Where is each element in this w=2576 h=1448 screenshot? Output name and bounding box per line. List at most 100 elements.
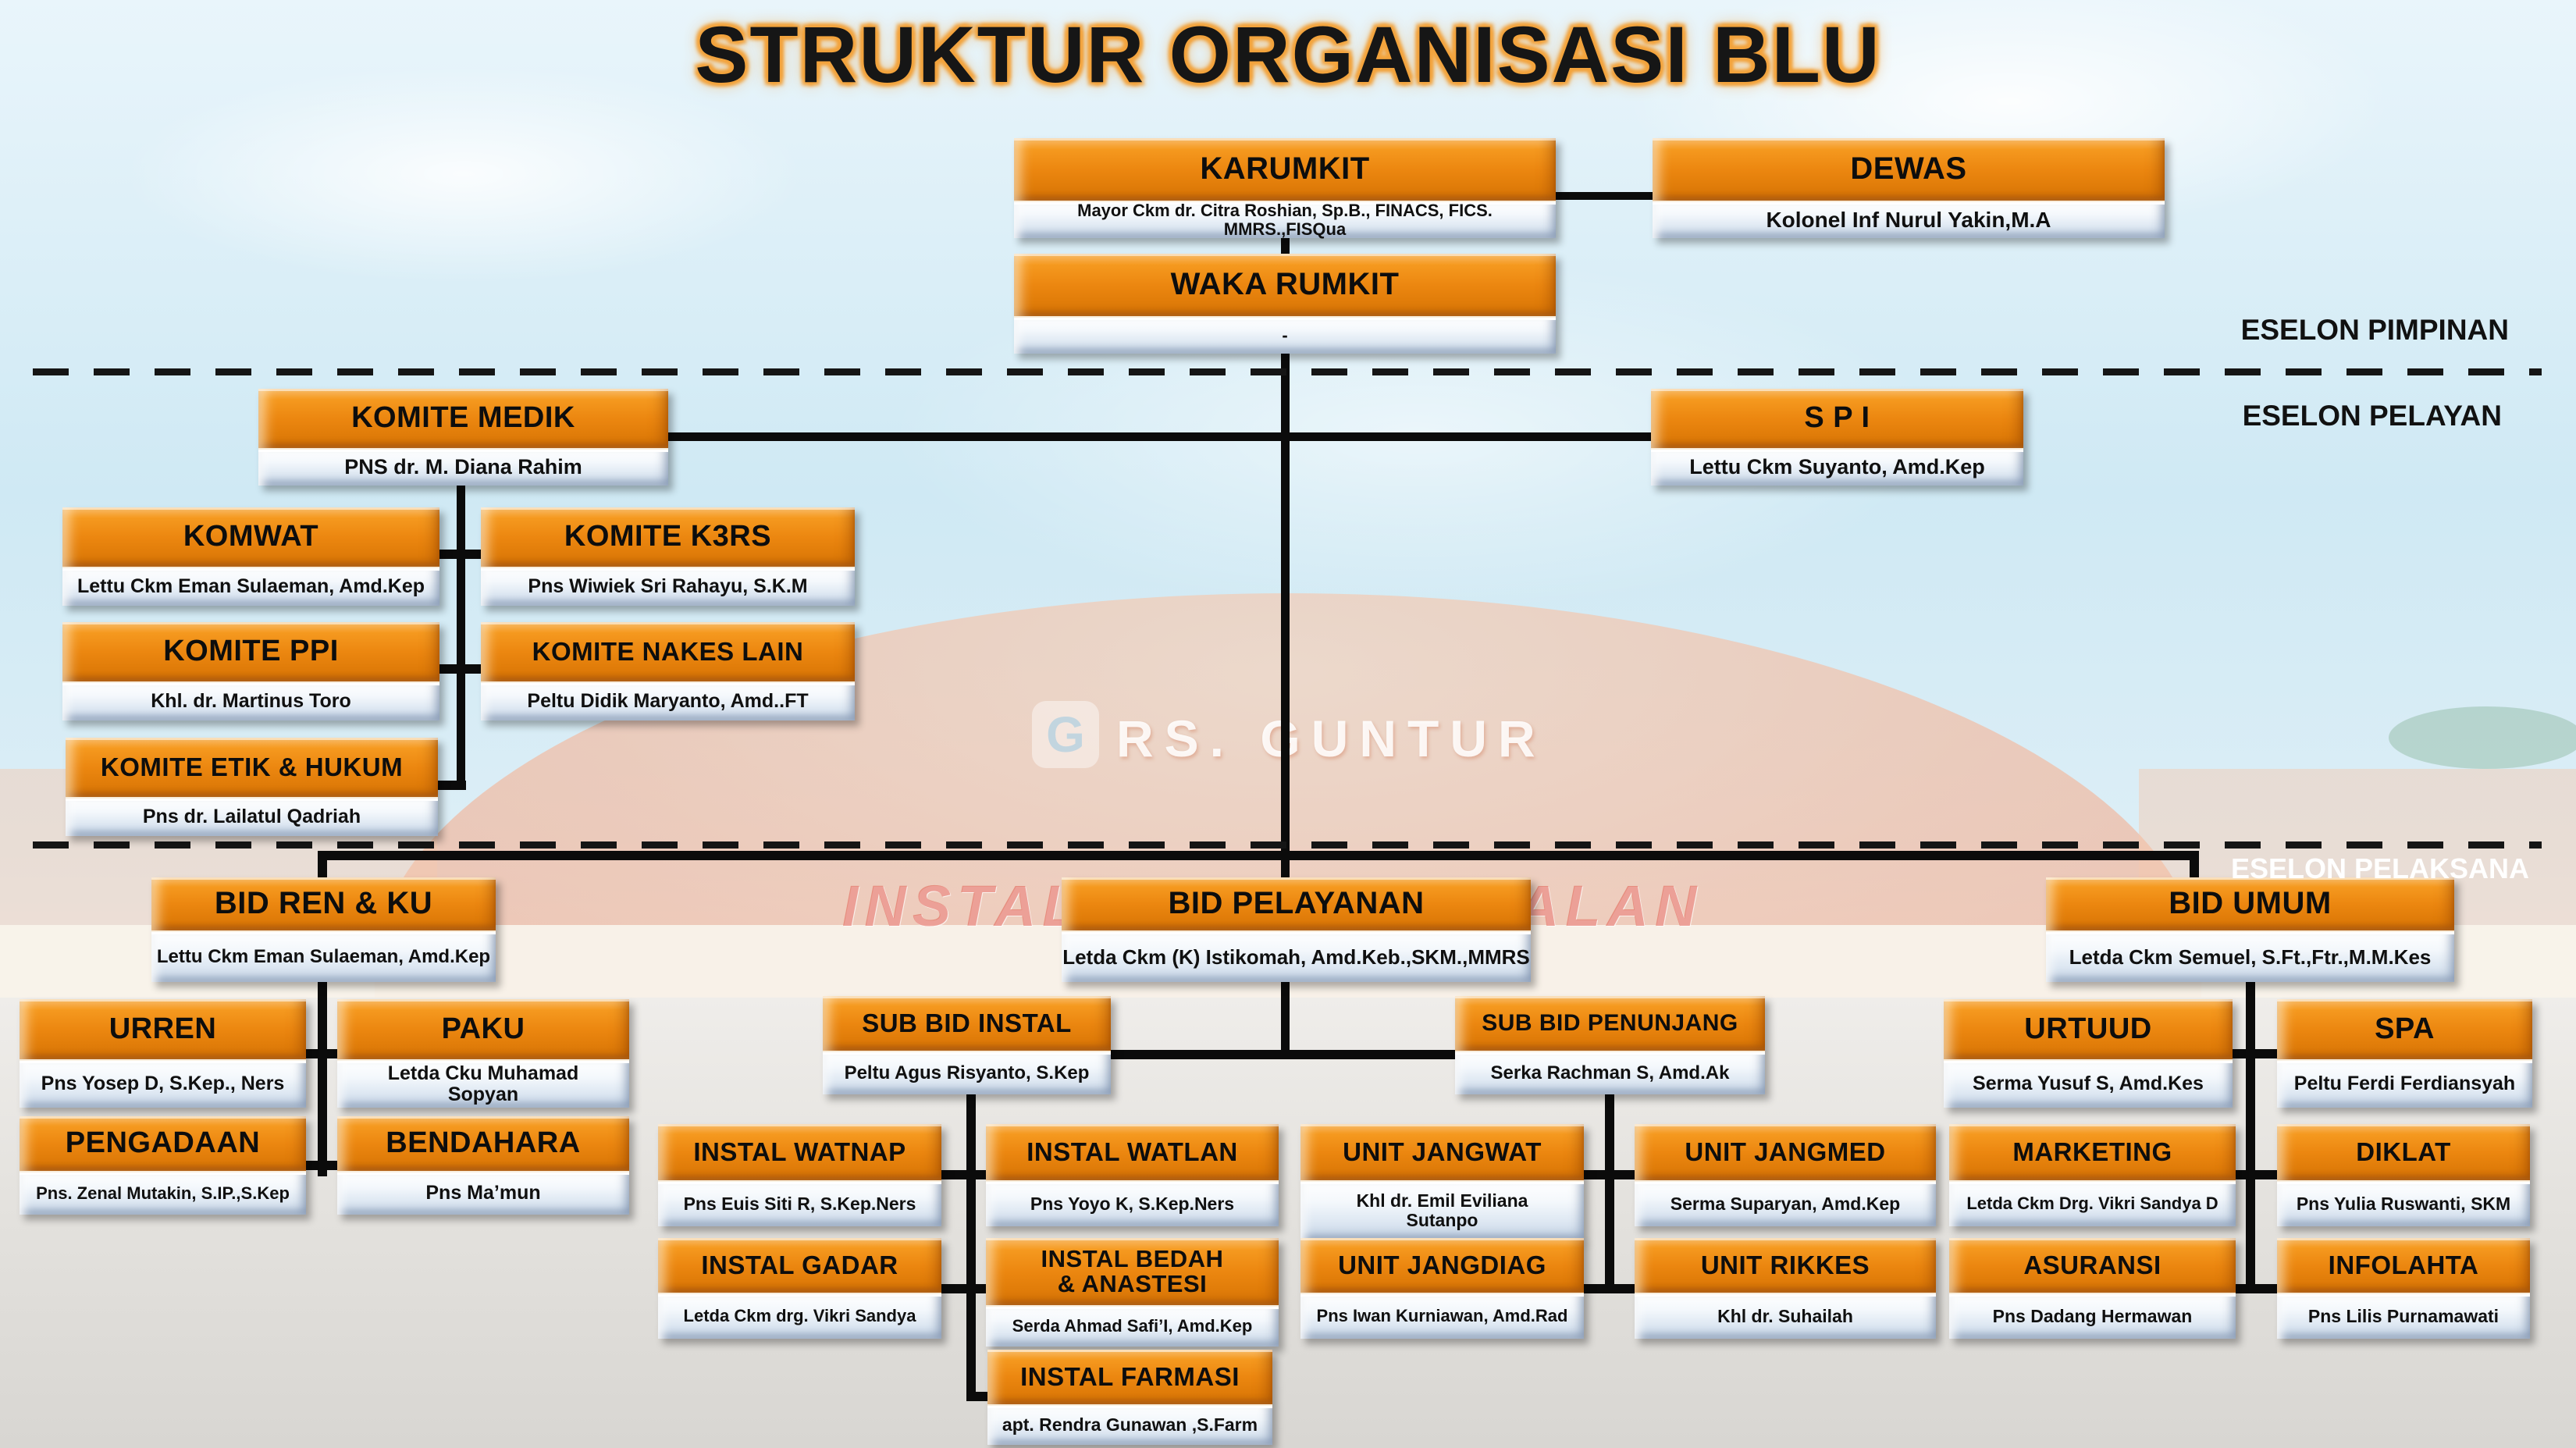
org-node-sub-bid-instal-title: SUB BID INSTAL — [823, 996, 1111, 1052]
connector-line-16 — [966, 1093, 976, 1401]
org-node-komite-ppi-title: KOMITE PPI — [62, 622, 439, 683]
org-node-urtuud-person: Serma Yusuf S, Amd.Kes — [1944, 1061, 2233, 1108]
eselon-pelaksana-label: ESELON PELAKSANA — [2230, 852, 2529, 884]
org-node-paku-title: PAKU — [337, 999, 629, 1061]
org-node-komite-etik-hukum-title: KOMITE ETIK & HUKUM — [66, 738, 438, 799]
org-node-instal-gadar-person: Letda Ckm drg. Vikri Sandya — [658, 1294, 941, 1339]
connector-line-25 — [2236, 1170, 2279, 1179]
org-node-komite-k3rs-title: KOMITE K3RS — [481, 507, 855, 568]
connector-line-0 — [1556, 192, 1653, 200]
org-node-unit-jangdiag-person: Pns Iwan Kurniawan, Amd.Rad — [1300, 1294, 1584, 1339]
org-node-unit-rikkes-person: Khl dr. Suhailah — [1635, 1294, 1936, 1339]
org-node-bendahara-title: BENDAHARA — [337, 1116, 629, 1172]
connector-line-4 — [457, 484, 465, 790]
eselon-pelayan-label: ESELON PELAYAN — [2242, 400, 2502, 432]
org-node-komite-ppi-person: Khl. dr. Martinus Toro — [62, 683, 439, 720]
org-node-waka-rumkit-title: WAKA RUMKIT — [1014, 254, 1556, 318]
org-node-komite-etik-hukum-person: Pns dr. Lailatul Qadriah — [66, 799, 438, 836]
org-node-asuransi-title: ASURANSI — [1949, 1238, 2236, 1294]
hospital-sign-text: RS. GUNTUR — [1116, 710, 1546, 767]
org-node-bid-pelayanan-title: BID PELAYANAN — [1062, 877, 1531, 932]
connector-line-17 — [941, 1170, 988, 1179]
org-node-dewas-title: DEWAS — [1653, 138, 2165, 202]
org-node-spa-person: Peltu Ferdi Ferdiansyah — [2277, 1061, 2532, 1108]
connector-line-21 — [1584, 1170, 1637, 1179]
connector-line-23 — [2246, 977, 2255, 1293]
connector-line-9 — [318, 851, 327, 879]
org-node-bid-ren-ku-title: BID REN & KU — [151, 877, 496, 932]
org-node-bid-umum-person: Letda Ckm Semuel, S.Ft.,Ftr.,M.M.Kes — [2046, 932, 2454, 982]
org-node-komwat-title: KOMWAT — [62, 507, 439, 568]
page-title: STRUKTUR ORGANISASI BLU — [695, 10, 1881, 99]
org-node-infolahta-title: INFOLAHTA — [2277, 1238, 2530, 1294]
connector-line-3 — [668, 432, 1651, 441]
org-node-instal-watnap-title: INSTAL WATNAP — [658, 1124, 941, 1182]
connector-line-10 — [2190, 851, 2199, 879]
org-node-sub-bid-instal-person: Peltu Agus Risyanto, S.Kep — [823, 1052, 1111, 1094]
org-node-karumkit-title: KARUMKIT — [1014, 138, 1556, 202]
org-node-marketing-person: Letda Ckm Drg. Vikri Sandya D — [1949, 1182, 2236, 1226]
org-node-waka-rumkit: WAKA RUMKIT- — [1014, 254, 1556, 354]
connector-line-11 — [318, 981, 327, 1176]
org-node-komite-nakes-lain-title: KOMITE NAKES LAIN — [481, 622, 855, 683]
org-node-pengadaan-title: PENGADAAN — [20, 1116, 306, 1172]
connector-line-12 — [301, 1049, 349, 1058]
org-node-infolahta-person: Pns Lilis Purnamawati — [2277, 1294, 2530, 1339]
org-node-pengadaan-person: Pns. Zenal Mutakin, S.IP.,S.Kep — [20, 1172, 306, 1215]
org-node-spi-title: S P I — [1651, 389, 2023, 450]
org-node-instal-watlan-person: Pns Yoyo K, S.Kep.Ners — [986, 1182, 1279, 1226]
org-node-unit-jangmed-title: UNIT JANGMED — [1635, 1124, 1936, 1182]
org-node-komwat-person: Lettu Ckm Eman Sulaeman, Amd.Kep — [62, 568, 439, 606]
org-node-instal-watnap-person: Pns Euis Siti R, S.Kep.Ners — [658, 1182, 941, 1226]
org-node-asuransi-person: Pns Dadang Hermawan — [1949, 1294, 2236, 1339]
connector-line-1 — [1281, 236, 1290, 254]
org-node-diklat-title: DIKLAT — [2277, 1124, 2530, 1182]
org-node-spi-person: Lettu Ckm Suyanto, Amd.Kep — [1651, 450, 2023, 486]
connector-line-6 — [436, 664, 484, 674]
connector-line-15 — [1281, 981, 1290, 1059]
org-node-bid-umum-title: BID UMUM — [2046, 877, 2454, 932]
eselon-divider-dashed-0 — [33, 368, 2542, 375]
org-node-bid-pelayanan-person: Letda Ckm (K) Istikomah, Amd.Keb.,SKM.,M… — [1062, 932, 1531, 982]
org-node-unit-jangdiag-title: UNIT JANGDIAG — [1300, 1238, 1584, 1294]
org-node-instal-gadar-title: INSTAL GADAR — [658, 1238, 941, 1294]
org-node-komite-medik-person: PNS dr. M. Diana Rahim — [258, 450, 668, 486]
connector-line-22 — [1584, 1284, 1637, 1293]
connector-line-8 — [318, 851, 2199, 860]
org-node-urren-person: Pns Yosep D, S.Kep., Ners — [20, 1061, 306, 1108]
org-node-dewas-person: Kolonel Inf Nurul Yakin,M.A — [1653, 202, 2165, 238]
org-node-paku-person: Letda Cku Muhamad Sopyan — [337, 1061, 629, 1108]
org-node-bid-ren-ku-person: Lettu Ckm Eman Sulaeman, Amd.Kep — [151, 932, 496, 982]
connector-line-18 — [941, 1284, 988, 1293]
eselon-divider-dashed-1 — [33, 841, 2542, 849]
hospital-logo: G — [1032, 701, 1099, 768]
org-node-sub-bid-penunjang-person: Serka Rachman S, Amd.Ak — [1455, 1052, 1765, 1094]
